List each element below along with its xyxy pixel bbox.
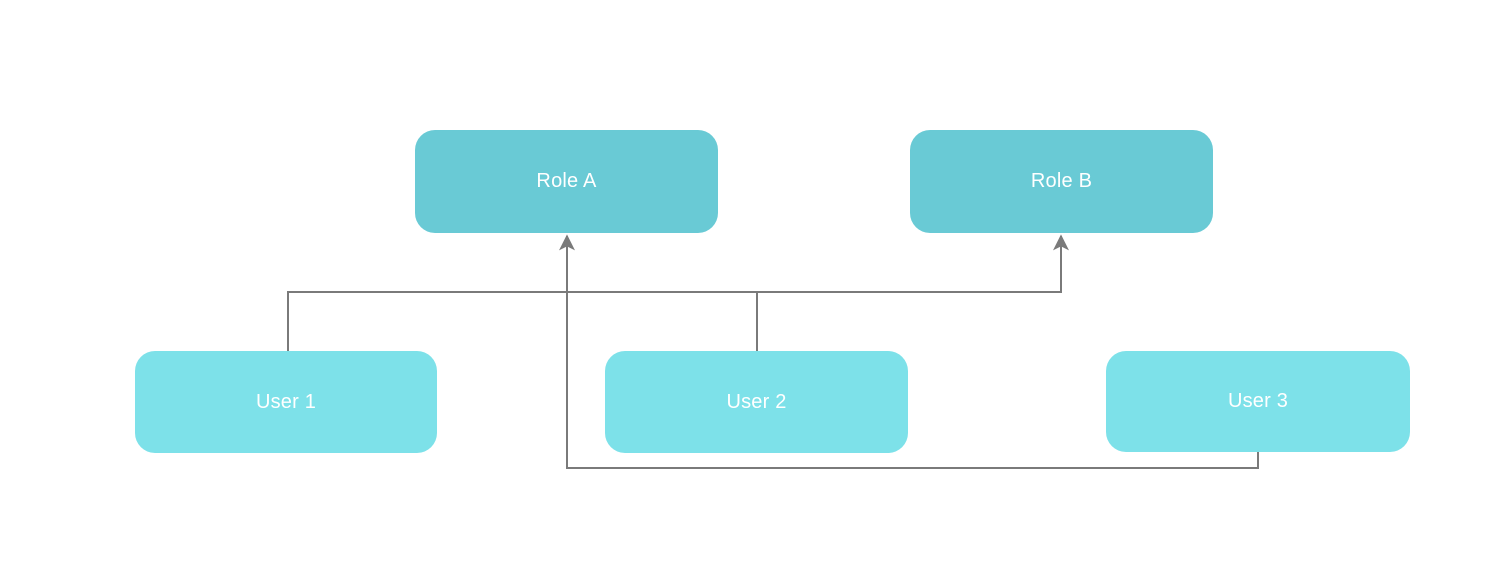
node-role-a-label: Role A (536, 170, 597, 192)
node-user-2: User 2 (605, 351, 908, 453)
node-user-1: User 1 (135, 351, 437, 453)
node-user-3: User 3 (1106, 351, 1410, 452)
node-role-b-label: Role B (1030, 170, 1093, 192)
node-user-1-label: User 1 (255, 390, 317, 413)
node-user-3-label: User 3 (1227, 390, 1289, 412)
node-role-a: Role A (415, 130, 718, 233)
node-user-2-label: User 2 (726, 390, 787, 413)
node-role-b: Role B (910, 130, 1213, 233)
